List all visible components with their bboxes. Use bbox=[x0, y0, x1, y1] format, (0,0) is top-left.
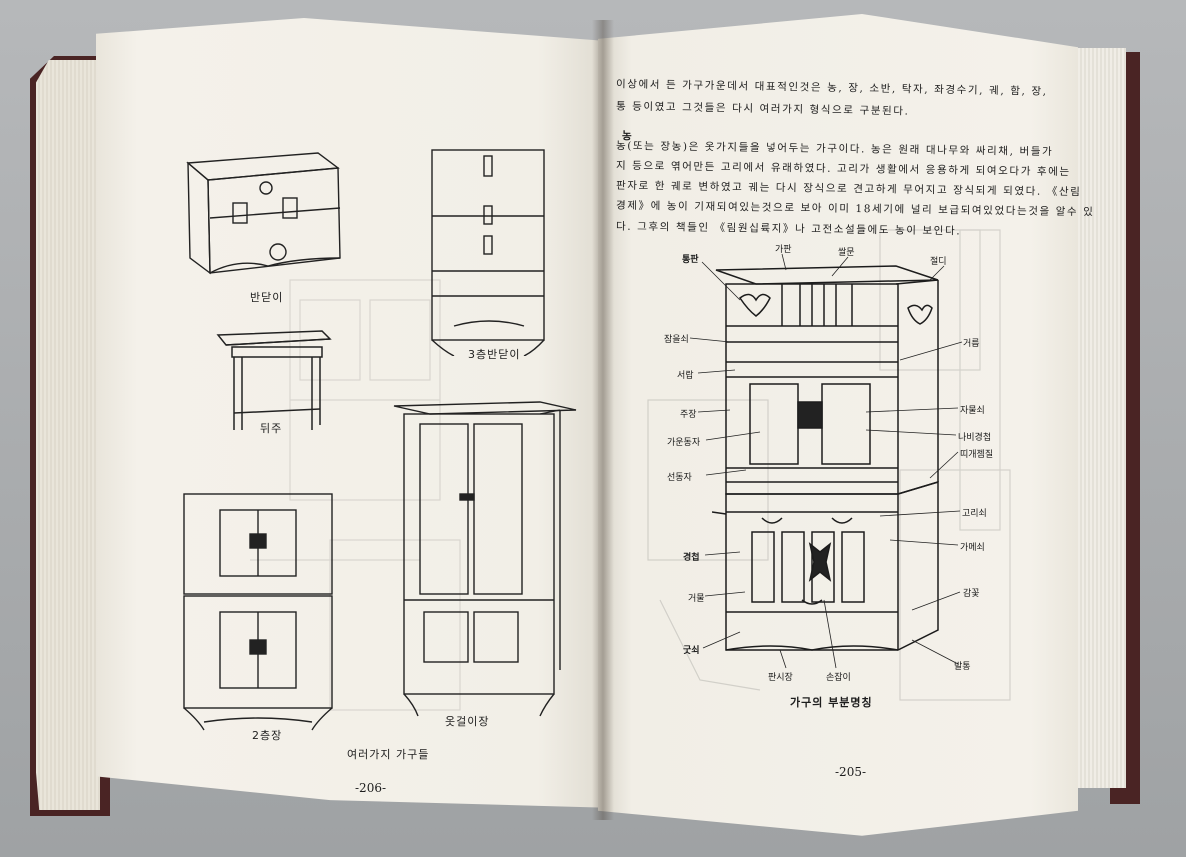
part-label-jamulsoe: 잠을쇠 bbox=[664, 335, 689, 345]
book-gutter bbox=[592, 20, 614, 820]
left-page-number: -206- bbox=[355, 781, 387, 795]
part-label-gutsoe: 굿쇠 bbox=[683, 646, 700, 656]
label-jang-2: 2층장 bbox=[252, 729, 283, 742]
part-label-jeoldi: 절디 bbox=[930, 257, 947, 267]
part-label-gyeongcheop: 경첩 bbox=[683, 553, 700, 563]
section-heading-nong: 농 bbox=[622, 130, 634, 142]
part-label-pansijang: 판시장 bbox=[768, 673, 793, 683]
part-label-gapan: 가판 bbox=[775, 245, 792, 255]
part-label-seorap: 서랍 bbox=[677, 371, 694, 381]
part-label-balcheong: 발통 bbox=[954, 662, 971, 672]
page-edges-left bbox=[36, 60, 100, 810]
left-figure-caption: 여러가지 가구들 bbox=[347, 748, 430, 761]
bandaji-drawing bbox=[186, 152, 341, 275]
part-label-ssalmun: 쌀문 bbox=[838, 248, 855, 258]
part-label-geomul: 거물 bbox=[688, 594, 705, 604]
part-label-ddidaejeom: 띠개젬질 bbox=[960, 450, 994, 460]
part-label-nabigyeongcheop: 나비경첩 bbox=[958, 433, 992, 443]
part-label-gamesoe: 가메쇠 bbox=[960, 543, 985, 553]
part-label-jagomulsoe: 자물쇠 bbox=[960, 406, 985, 416]
dwiju-drawing bbox=[216, 330, 332, 430]
right-page-number: -205- bbox=[835, 765, 867, 779]
part-label-jujang: 주장 bbox=[680, 410, 697, 420]
bandaji-3-drawing bbox=[431, 149, 545, 356]
part-label-georeum: 거름 bbox=[963, 339, 980, 349]
otgeori-jang-drawing bbox=[393, 401, 577, 717]
nong-parts-drawing bbox=[712, 265, 939, 651]
label-bandaji-3: 3층반닫이 bbox=[468, 348, 521, 361]
label-otgeori-jang: 옷걸이장 bbox=[445, 715, 490, 728]
part-label-heundongja: 선동자 bbox=[667, 473, 692, 483]
label-dwiju: 뒤주 bbox=[260, 422, 283, 435]
jang-2-drawing bbox=[183, 493, 333, 731]
label-bandaji: 반닫이 bbox=[250, 291, 284, 304]
part-label-tongpan: 통판 bbox=[682, 255, 699, 265]
right-page bbox=[598, 14, 1078, 836]
part-label-sonjapi: 손잡이 bbox=[826, 673, 851, 683]
part-label-gakkum: 감꽃 bbox=[963, 589, 980, 599]
part-label-gaeundongja: 가운동자 bbox=[667, 438, 701, 448]
part-label-goriseo: 고리쇠 bbox=[962, 509, 987, 519]
right-figure-caption: 가구의 부분명칭 bbox=[790, 696, 873, 709]
